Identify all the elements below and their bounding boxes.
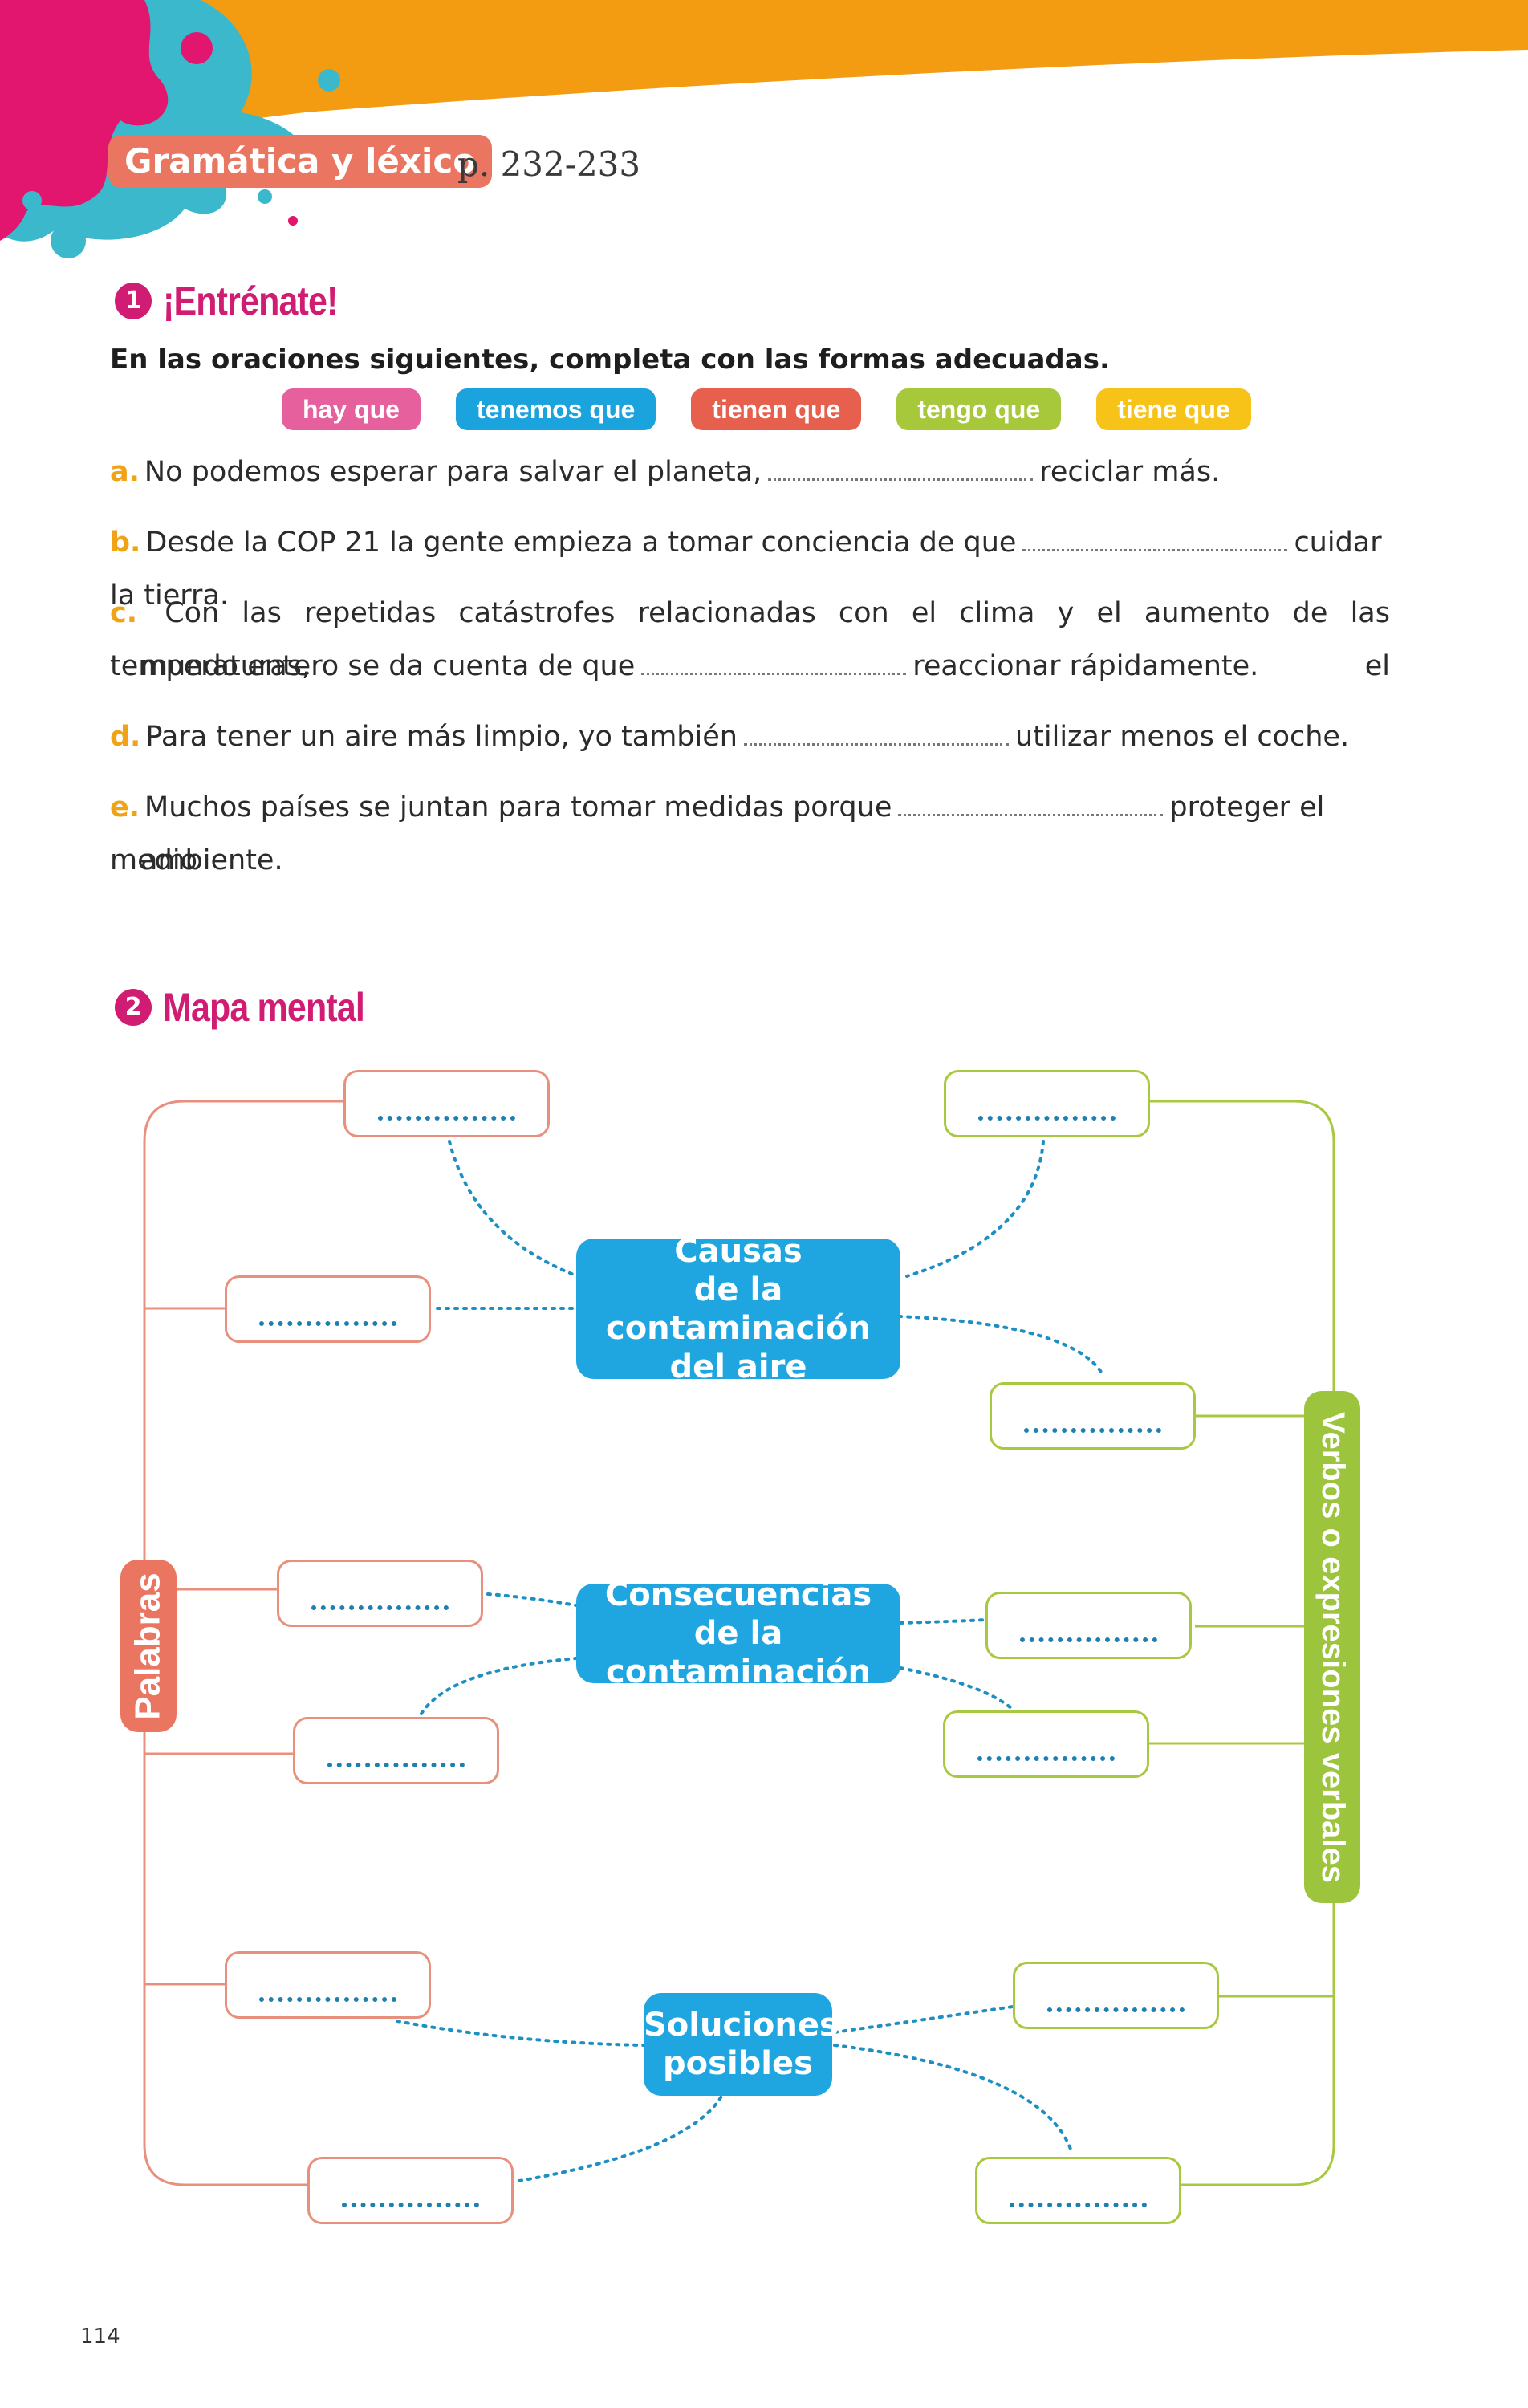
item-text: reaccionar rápidamente. (912, 650, 1259, 682)
item-c-line1: c. Con las repetidas catástrofes relacio… (110, 587, 1390, 693)
exercise-1-header: 1 ¡Entrénate! (115, 278, 366, 324)
center-line: Soluciones (644, 2007, 839, 2044)
exercise-1-number: 1 (115, 283, 152, 319)
item-e-line1: e.Muchos países se juntan para tomar med… (110, 781, 1390, 887)
center-line: Consecuencias (604, 1576, 872, 1613)
verbs-label-text: Verbos o expresiones verbales (1315, 1411, 1351, 1883)
words-label: Palabras (120, 1560, 177, 1732)
chip-tiene-que: tiene que (1096, 388, 1251, 430)
words-label-text: Palabras (128, 1572, 168, 1720)
word-box[interactable] (293, 1717, 499, 1784)
center-line: de la contaminación (605, 1615, 872, 1690)
page-reference: p. 232-233 (457, 144, 641, 184)
answer-dots (977, 1753, 1115, 1761)
answer-blank[interactable] (898, 806, 1164, 816)
verbs-label: Verbos o expresiones verbales (1304, 1391, 1360, 1903)
center-line: del aire (669, 1348, 807, 1385)
chip-tenemos-que: tenemos que (455, 388, 656, 430)
item-d: d.Para tener un aire más limpio, yo tamb… (110, 710, 1390, 763)
item-letter: b. (110, 527, 141, 559)
answer-dots (1024, 1425, 1161, 1433)
center-consequences: Consecuencias de la contaminación (576, 1576, 900, 1690)
verb-box[interactable] (990, 1382, 1196, 1450)
answer-dots (327, 1759, 465, 1767)
verb-box[interactable] (975, 2157, 1181, 2224)
word-box[interactable] (343, 1070, 550, 1137)
word-box[interactable] (307, 2157, 514, 2224)
answer-dots (259, 1994, 396, 2002)
header-banner (0, 0, 1528, 258)
answer-blank[interactable] (1022, 541, 1288, 551)
item-b: b.Desde la COP 21 la gente empieza a tom… (110, 516, 1390, 622)
exercise-2-header: 2 Mapa mental (115, 984, 397, 1031)
center-line: de la contaminación (605, 1271, 872, 1347)
exercise-2-title: Mapa mental (163, 985, 365, 1030)
chip-tengo-que: tengo que (896, 388, 1062, 430)
item-e-line2: ambiente. (140, 844, 283, 877)
item-a: a.No podemos esperar para salvar el plan… (110, 445, 1390, 498)
word-box[interactable] (277, 1560, 483, 1627)
chip-tienen-que: tienen que (691, 388, 862, 430)
verb-box[interactable] (943, 1710, 1149, 1778)
chip-hay-que: hay que (282, 388, 421, 430)
item-text: proteger el medio (110, 791, 1325, 877)
item-c-line2: mundo entero se da cuenta de que reaccion… (140, 640, 1420, 693)
center-line: Causas (674, 1232, 803, 1270)
item-text: utilizar menos el coche. (1014, 721, 1350, 753)
answer-dots (342, 2199, 479, 2207)
verb-box[interactable] (985, 1592, 1192, 1659)
word-box[interactable] (225, 1951, 431, 2019)
answer-dots (978, 1112, 1116, 1121)
item-text: Con las repetidas catástrofes relacionad… (110, 597, 1390, 682)
item-letter: a. (110, 456, 140, 488)
verb-box[interactable] (944, 1070, 1150, 1137)
section-title: Gramática y léxico (108, 135, 493, 188)
center-line: posibles (663, 2045, 813, 2082)
answer-dots (1020, 1634, 1157, 1642)
answer-blank[interactable] (641, 665, 907, 675)
exercise-1-instruction: En las oraciones siguientes, completa co… (110, 344, 1110, 376)
item-text: cuidar la tierra. (110, 527, 1382, 612)
center-solutions: Soluciones posibles (644, 1993, 839, 2096)
item-letter: c. (110, 597, 138, 629)
item-text: No podemos esperar para salvar el planet… (144, 456, 762, 488)
item-text: reciclar más. (1039, 456, 1221, 488)
exercise-1-title: ¡Entrénate! (163, 279, 338, 323)
item-text: Para tener un aire más limpio, yo tambié… (145, 721, 738, 753)
item-text: Muchos países se juntan para tomar medid… (144, 791, 892, 824)
answer-dots (378, 1112, 515, 1121)
answer-dots (1047, 2004, 1185, 2012)
answer-blank[interactable] (768, 470, 1034, 481)
page-number: 114 (80, 2325, 120, 2349)
item-text: mundo entero se da cuenta de que (140, 650, 636, 682)
item-letter: d. (110, 721, 141, 753)
answer-dots (311, 1602, 449, 1610)
word-box[interactable] (225, 1275, 431, 1343)
item-letter: e. (110, 791, 140, 824)
exercise-2-number: 2 (115, 989, 152, 1026)
answer-blank[interactable] (743, 735, 1009, 746)
answer-dots (1010, 2199, 1147, 2207)
word-bank: hay que tenemos que tienen que tengo que… (282, 388, 1286, 430)
verb-box[interactable] (1013, 1962, 1219, 2029)
center-causes: Causas de la contaminación del aire (576, 1233, 900, 1385)
answer-dots (259, 1318, 396, 1326)
item-text: Desde la COP 21 la gente empieza a tomar… (145, 527, 1017, 559)
